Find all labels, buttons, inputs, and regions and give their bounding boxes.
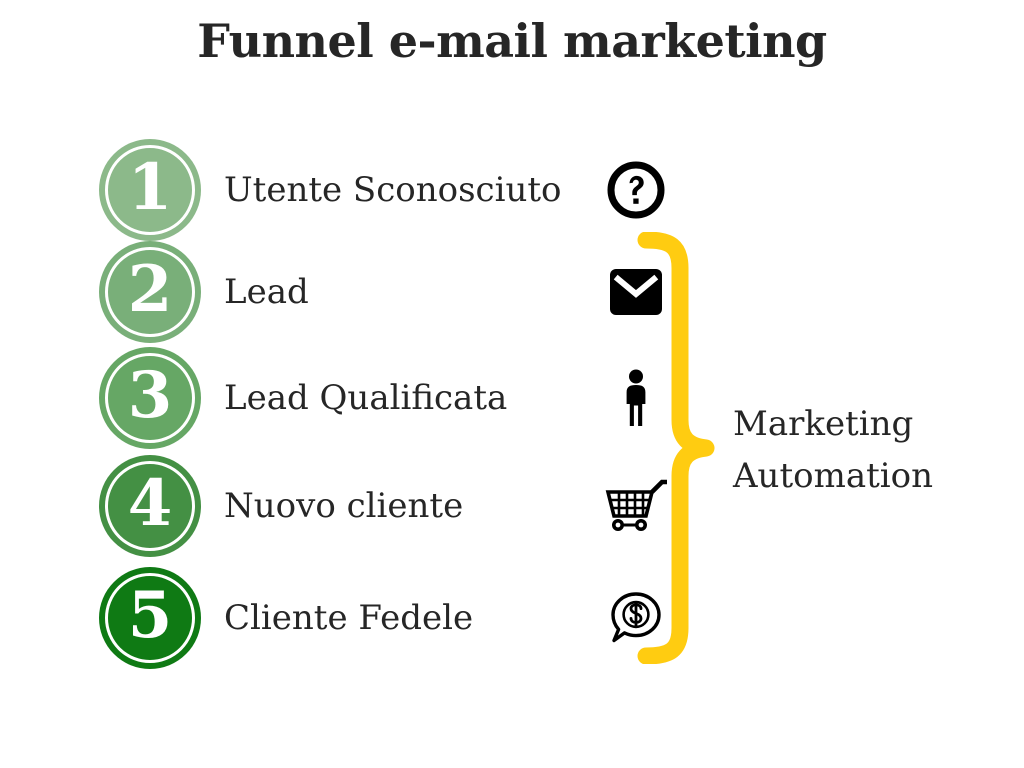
person-icon — [596, 347, 676, 449]
badge-inner-ring — [105, 573, 195, 663]
page-title: Funnel e-mail marketing — [197, 14, 827, 68]
funnel-stage-row: 1 Utente Sconosciuto — [0, 139, 1024, 243]
curly-brace-icon — [636, 232, 716, 664]
stage-number-badge[interactable]: 3 — [99, 347, 201, 449]
stage-label: Utente Sconosciuto — [224, 170, 562, 210]
question-mark-circle-icon — [596, 139, 676, 241]
stage-number-label: 1 — [127, 150, 173, 225]
stage-number-badge[interactable]: 5 — [99, 567, 201, 669]
funnel-stage-row: 2 Lead — [0, 241, 1024, 345]
stage-number-label: 5 — [127, 578, 173, 653]
funnel-stage-row: 3 Lead Qualificata — [0, 347, 1024, 451]
bracket-label-line1: Marketing — [733, 404, 914, 444]
bracket-label: Marketing Automation — [733, 398, 993, 502]
stage-number-label: 3 — [127, 358, 173, 433]
stage-number-badge[interactable]: 4 — [99, 455, 201, 557]
stage-label: Cliente Fedele — [224, 598, 474, 638]
stage-number-badge[interactable]: 1 — [99, 139, 201, 241]
badge-inner-ring — [105, 145, 195, 235]
bracket-label-line2: Automation — [733, 456, 933, 496]
funnel-stage-row: 4 Nuovo cliente — [0, 455, 1024, 559]
badge-inner-ring — [105, 353, 195, 443]
dollar-speech-bubble-icon — [596, 567, 676, 669]
stage-label: Nuovo cliente — [224, 486, 464, 526]
stage-number-label: 4 — [127, 466, 173, 541]
funnel-stage-row: 5 Cliente Fedele — [0, 567, 1024, 671]
badge-inner-ring — [105, 247, 195, 337]
stage-label: Lead — [224, 272, 309, 312]
shopping-cart-icon — [596, 455, 676, 557]
stage-label: Lead Qualificata — [224, 378, 508, 418]
badge-inner-ring — [105, 461, 195, 551]
stage-number-badge[interactable]: 2 — [99, 241, 201, 343]
stage-number-label: 2 — [127, 252, 173, 327]
envelope-icon — [596, 241, 676, 343]
